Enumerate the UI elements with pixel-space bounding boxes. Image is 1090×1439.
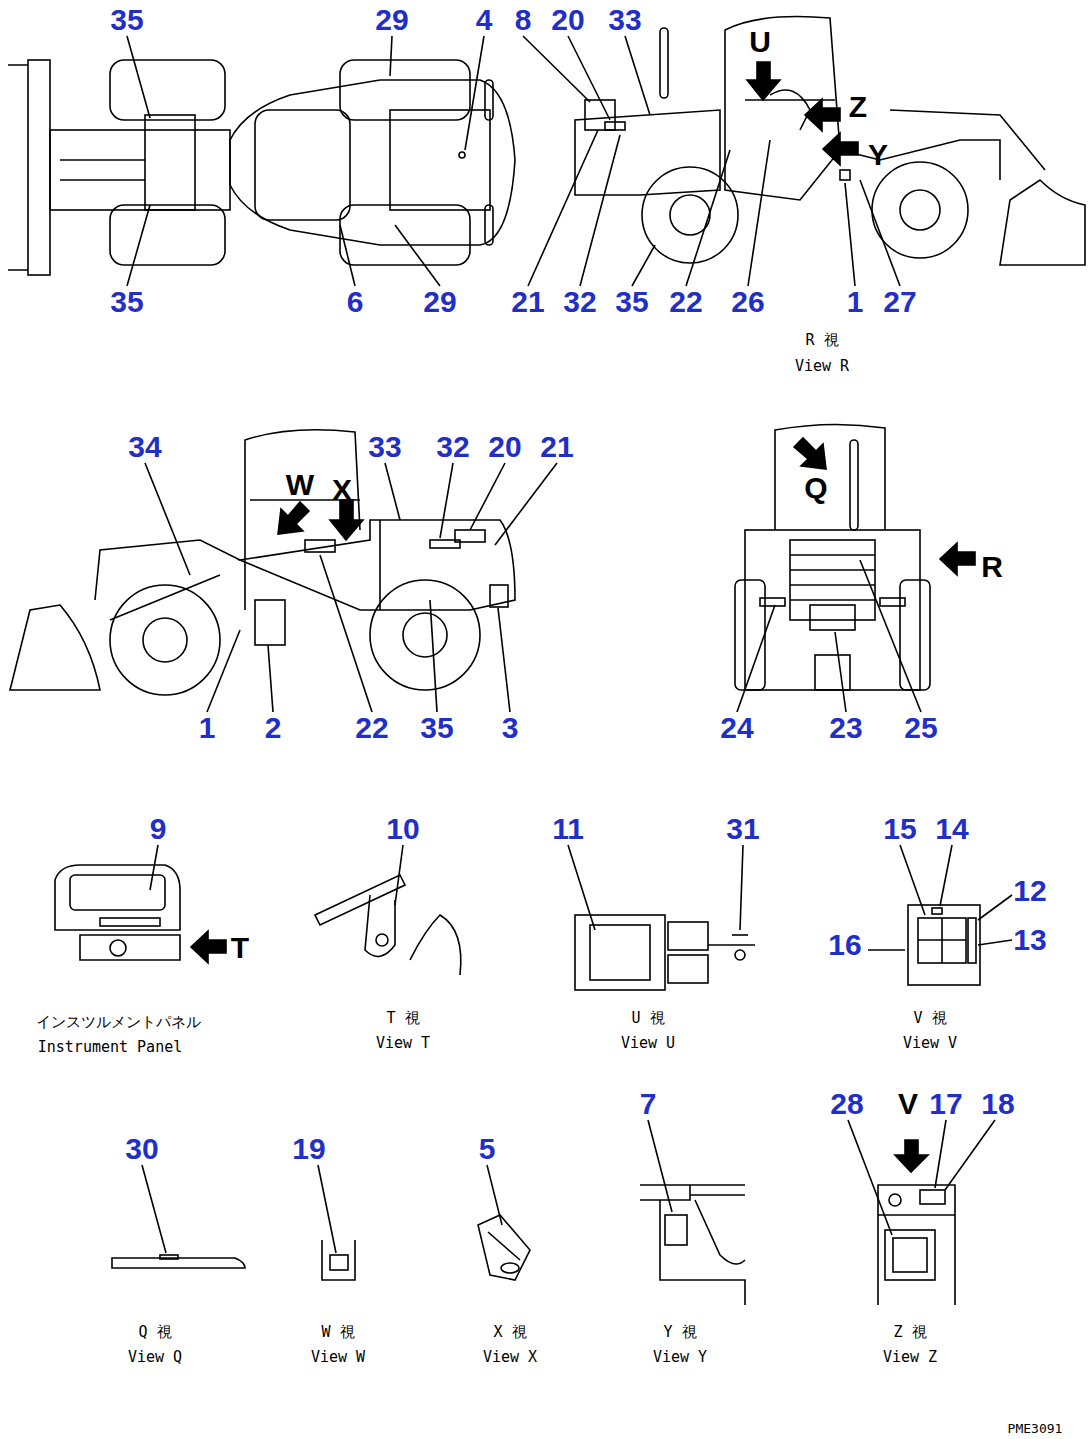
callout-number: 4 <box>476 5 493 35</box>
callout-number: 28 <box>830 1089 863 1119</box>
drawing-code: PME3091 <box>1008 1422 1063 1435</box>
view-letter: Q <box>804 473 827 503</box>
callout-number: 33 <box>368 432 401 462</box>
callout-number: 31 <box>726 814 759 844</box>
callout-number: 33 <box>608 5 641 35</box>
callout-number: 24 <box>720 713 753 743</box>
callout-number: 29 <box>423 287 456 317</box>
callout-number: 35 <box>110 287 143 317</box>
view-caption: View W <box>311 1350 365 1365</box>
callout-number: 9 <box>150 814 167 844</box>
view-caption: View Y <box>653 1350 707 1365</box>
view-caption: R 視 <box>805 333 838 348</box>
callout-number: 13 <box>1013 925 1046 955</box>
callout-number: 27 <box>883 287 916 317</box>
view-caption: View U <box>621 1036 675 1051</box>
view-u <box>568 845 755 990</box>
callout-number: 35 <box>110 5 143 35</box>
view-letter: V <box>898 1089 918 1119</box>
callout-number: 1 <box>199 713 216 743</box>
rear-view <box>735 424 975 712</box>
view-caption: View R <box>795 359 849 374</box>
view-x <box>478 1165 530 1280</box>
view-caption: T 視 <box>386 1011 419 1026</box>
callout-number: 29 <box>375 5 408 35</box>
callout-number: 7 <box>640 1089 657 1119</box>
view-q <box>112 1165 245 1268</box>
callout-number: 8 <box>515 5 532 35</box>
callout-number: 34 <box>128 432 161 462</box>
callout-number: 12 <box>1013 876 1046 906</box>
callout-number: 3 <box>502 713 519 743</box>
callout-number: 30 <box>125 1134 158 1164</box>
view-caption: Q 視 <box>138 1325 171 1340</box>
callout-number: 22 <box>669 287 702 317</box>
view-letter: R <box>981 552 1003 582</box>
callout-number: 32 <box>563 287 596 317</box>
view-y <box>640 1120 745 1305</box>
view-caption: View X <box>483 1350 537 1365</box>
callout-number: 10 <box>386 814 419 844</box>
right-side-view <box>523 17 1085 287</box>
view-caption: View Q <box>128 1350 182 1365</box>
callout-number: 16 <box>828 930 861 960</box>
left-side-view <box>10 430 557 712</box>
view-t <box>315 845 461 975</box>
callout-number: 32 <box>436 432 469 462</box>
callout-number: 21 <box>511 287 544 317</box>
view-caption: W 視 <box>321 1325 354 1340</box>
view-caption: View V <box>903 1036 957 1051</box>
view-letter: Y <box>868 140 888 170</box>
callout-number: 23 <box>829 713 862 743</box>
view-letter: X <box>332 475 352 505</box>
view-letter: T <box>231 933 249 963</box>
callout-number: 14 <box>935 814 968 844</box>
callout-number: 25 <box>904 713 937 743</box>
callout-number: 11 <box>552 814 584 844</box>
top-view <box>8 36 515 286</box>
callout-number: 17 <box>929 1089 962 1119</box>
callout-number: 18 <box>981 1089 1014 1119</box>
view-caption: Z 視 <box>893 1325 926 1340</box>
callout-number: 15 <box>883 814 916 844</box>
callout-number: 26 <box>731 287 764 317</box>
callout-number: 6 <box>347 287 364 317</box>
callout-number: 22 <box>355 713 388 743</box>
view-caption: View Z <box>883 1350 937 1365</box>
view-w <box>318 1165 355 1280</box>
view-caption: U 視 <box>631 1011 664 1026</box>
view-letter: Z <box>849 92 867 122</box>
callout-number: 1 <box>847 287 864 317</box>
view-v <box>868 845 1012 985</box>
callout-number: 19 <box>292 1134 325 1164</box>
view-z <box>848 1120 995 1305</box>
view-caption: インスツルメントパネル <box>36 1015 201 1030</box>
view-caption: V 視 <box>913 1011 946 1026</box>
view-letter: U <box>749 27 771 57</box>
callout-number: 20 <box>488 432 521 462</box>
view-caption: X 視 <box>493 1325 526 1340</box>
callout-number: 2 <box>265 713 282 743</box>
view-caption: Y 視 <box>663 1325 696 1340</box>
view-letter: W <box>286 470 314 500</box>
instrument-panel <box>55 845 226 963</box>
view-caption: Instrument Panel <box>38 1040 183 1055</box>
callout-number: 35 <box>420 713 453 743</box>
callout-number: 20 <box>551 5 584 35</box>
view-caption: View T <box>376 1036 430 1051</box>
callout-number: 21 <box>540 432 573 462</box>
callout-number: 5 <box>479 1134 496 1164</box>
callout-number: 35 <box>615 287 648 317</box>
